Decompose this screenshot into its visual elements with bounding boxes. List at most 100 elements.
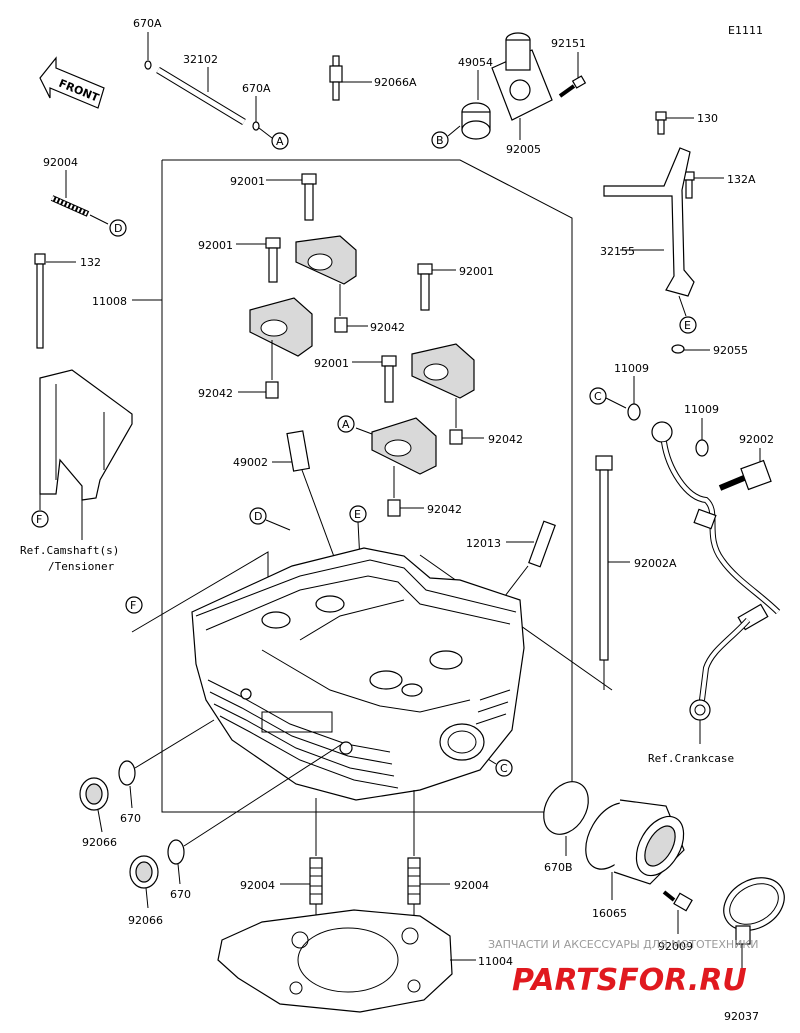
label-92001-b: 92001 [198, 239, 233, 252]
stud-92004-b [407, 857, 421, 905]
svg-text:F: F [130, 599, 136, 612]
bolt-92001-c [417, 263, 433, 311]
ref-crankcase: Ref.Crankcase [648, 752, 734, 765]
front-arrow-icon: FRONT [39, 56, 105, 109]
label-49054: 49054 [458, 56, 493, 69]
label-92151: 92151 [551, 37, 586, 50]
ref-camshaft: Ref.Camshaft(s) [20, 544, 119, 557]
screw-92009 [662, 890, 693, 912]
bolt-92001-d [381, 355, 397, 403]
callout-b-top [431, 131, 449, 149]
chain-guide [39, 369, 133, 501]
callout-c-head [495, 759, 513, 777]
callout-f-head [125, 596, 143, 614]
callout-a-top [271, 132, 289, 150]
label-49002: 49002 [233, 456, 268, 469]
o-ring-670-a [118, 760, 136, 786]
label-92005: 92005 [506, 143, 541, 156]
cylinder-head-11008 [191, 547, 525, 801]
group-outline [161, 159, 573, 813]
cam-cap-3 [411, 343, 475, 399]
label-132a: 132A [727, 173, 756, 186]
o-ring-670-b [167, 839, 185, 865]
svg-text:C: C [594, 390, 602, 403]
ref-tensioner: /Tensioner [48, 560, 115, 573]
svg-text:A: A [276, 135, 284, 148]
label-670-b: 670 [170, 888, 191, 901]
callout-a-mid [337, 415, 355, 433]
callout-c-right [589, 387, 607, 405]
plug-92066-a [79, 777, 109, 811]
label-92037: 92037 [724, 1010, 759, 1023]
thermostat-49054 [461, 102, 491, 140]
bolt-92001-b [265, 237, 281, 283]
bolt-92001-a [301, 173, 317, 221]
label-92002a: 92002A [634, 557, 677, 570]
label-670a-top: 670A [133, 17, 162, 30]
label-12013: 12013 [466, 537, 501, 550]
label-670-a: 670 [120, 812, 141, 825]
stud-92004-a [309, 857, 323, 905]
label-92055: 92055 [713, 344, 748, 357]
watermark-logo: PARTSFOR.RU [512, 963, 747, 998]
svg-text:D: D [114, 222, 122, 235]
label-92004-b: 92004 [454, 879, 489, 892]
label-11008: 11008 [92, 295, 127, 308]
label-92004-stud: 92004 [43, 156, 78, 169]
label-32102: 32102 [183, 53, 218, 66]
dowel-49002 [286, 430, 311, 472]
head-gasket-11004 [217, 909, 453, 1013]
o-ring-670b [543, 781, 589, 835]
svg-text:C: C [500, 762, 508, 775]
label-92066-b: 92066 [128, 914, 163, 927]
sensor-92066a [329, 55, 343, 101]
label-92042-c: 92042 [488, 433, 523, 446]
water-outlet-92005 [491, 32, 553, 121]
label-130: 130 [697, 112, 718, 125]
label-92002: 92002 [739, 433, 774, 446]
bolt-92002 [718, 459, 772, 491]
bolt-130 [655, 111, 667, 135]
svg-text:A: A [342, 418, 350, 431]
cam-cap-2 [249, 297, 313, 357]
svg-text:E: E [684, 319, 691, 332]
plug-92066-b [129, 855, 159, 889]
bolt-132a [683, 171, 695, 199]
svg-text:E: E [354, 508, 361, 521]
callout-f-left [31, 510, 49, 528]
label-92042-a: 92042 [370, 321, 405, 334]
label-92009: 92009 [658, 940, 693, 953]
diagram-code: E1111 [728, 24, 763, 37]
watermark-caption: ЗАПЧАСТИ И АКСЕССУАРЫ ДЛЯ МОТОТЕХНИКИ [488, 938, 758, 951]
label-16065: 16065 [592, 907, 627, 920]
svg-text:B: B [436, 134, 444, 147]
oil-line [651, 421, 781, 721]
svg-text:F: F [36, 513, 42, 526]
label-11009-a: 11009 [614, 362, 649, 375]
label-11009-b: 11009 [684, 403, 719, 416]
label-132: 132 [80, 256, 101, 269]
label-11004: 11004 [478, 955, 513, 968]
bolt-132 [34, 253, 46, 349]
label-92042-b: 92042 [198, 387, 233, 400]
svg-text:D: D [254, 510, 262, 523]
pipe-12013 [528, 520, 556, 568]
label-92042-d: 92042 [427, 503, 462, 516]
clamp-92037 [723, 877, 785, 945]
label-92066a: 92066A [374, 76, 417, 89]
cam-cap-1 [295, 235, 357, 285]
bolt-92002a [595, 455, 613, 661]
oil-pipe-32155 [603, 147, 695, 297]
intake-holder-16065 [585, 799, 685, 885]
label-92004-a: 92004 [240, 879, 275, 892]
label-32155: 32155 [600, 245, 635, 258]
oil-pipe-32102 [156, 67, 246, 125]
label-92001-c: 92001 [459, 265, 494, 278]
washer-11009-a [627, 403, 641, 421]
callout-d-head [249, 507, 267, 525]
label-92001-d: 92001 [314, 357, 349, 370]
label-670a-mid: 670A [242, 82, 271, 95]
label-92001-a: 92001 [230, 175, 265, 188]
stud-92004 [50, 195, 90, 217]
